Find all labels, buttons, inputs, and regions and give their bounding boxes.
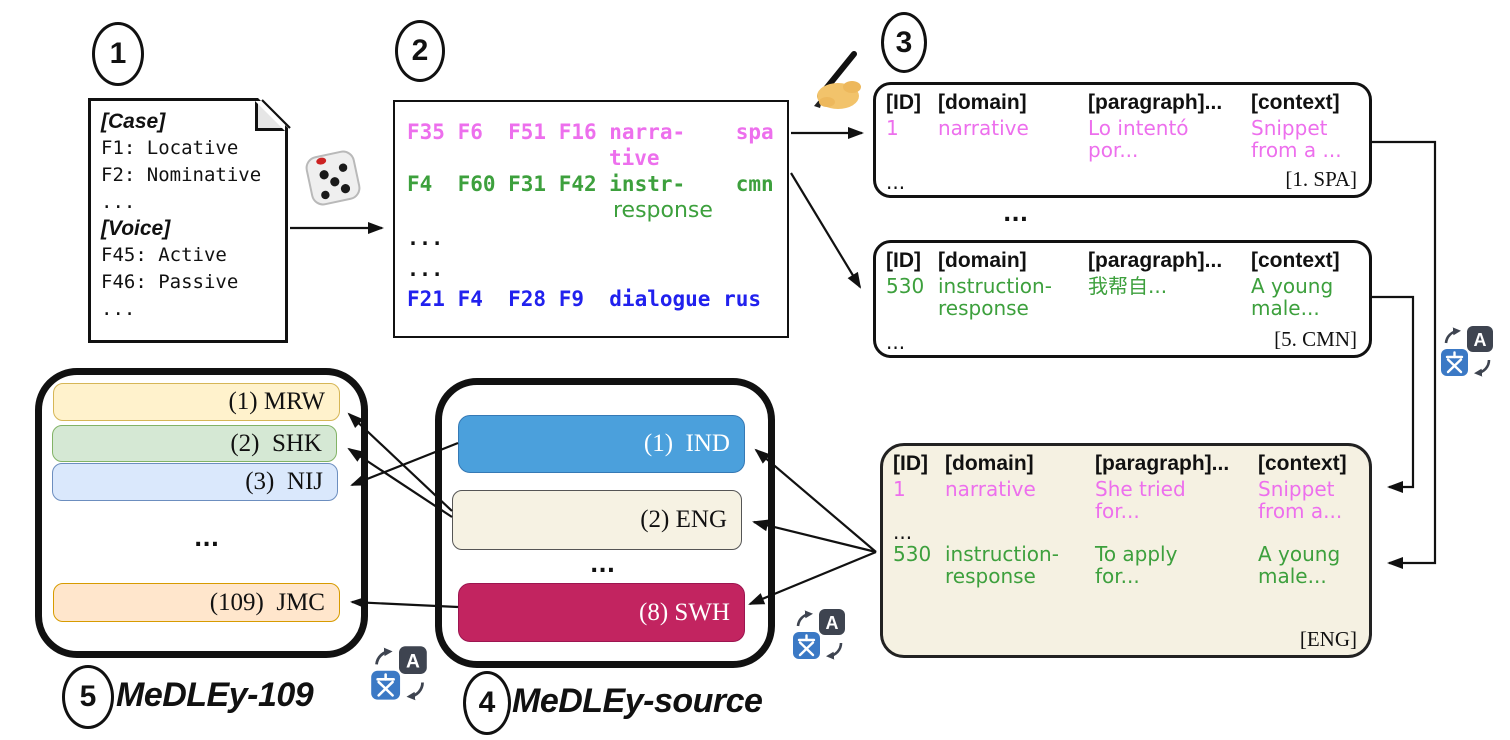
lang-box-nij: (3) NIJ	[52, 463, 338, 501]
sampled-row-cmn: F4 F60 F31 F42 instr- cmn	[407, 172, 774, 196]
latin-a-glyph: A	[826, 613, 839, 633]
feature-item: F2: Nominative	[101, 164, 262, 186]
sampled-features-box: F35 F6 F51 F16 narra- spa tive F4 F60 F3…	[393, 100, 789, 338]
ellipsis: ...	[101, 298, 136, 320]
ellipsis: ...	[407, 226, 444, 250]
translate-icon: A	[790, 606, 848, 669]
ellipsis: ...	[407, 257, 444, 281]
ellipsis: ...	[194, 527, 220, 552]
col-header-paragraph: [paragraph]...	[1088, 249, 1223, 272]
sampled-row-spa-cont: tive	[609, 146, 660, 170]
cell-context: A young male...	[1258, 542, 1341, 588]
latin-a-glyph: A	[406, 652, 420, 673]
cell-context: Snippet from a ...	[1251, 116, 1342, 162]
step-5-badge: 5	[62, 665, 114, 729]
cell-paragraph: To apply for...	[1095, 542, 1178, 588]
col-header-context: [context]	[1251, 91, 1340, 114]
col-header-paragraph: [paragraph]...	[1095, 452, 1230, 475]
cell-domain: narrative	[938, 116, 1029, 140]
table-cmn: [ID] [domain] [paragraph]... [context] 5…	[873, 240, 1372, 358]
cell-id: 1	[893, 477, 906, 501]
col-header-context: [context]	[1251, 249, 1340, 272]
sampled-row-rus: F21 F4 F28 F9 dialogue rus	[407, 287, 762, 311]
cell-domain: instruction-response	[938, 274, 1052, 320]
col-header-id: [ID]	[886, 249, 921, 272]
cell-paragraph: Lo intentó por...	[1088, 116, 1189, 162]
arrow-spa-to-eng	[1372, 140, 1437, 569]
feature-list-document: [Case] F1: Locative F2: Nominative ... […	[88, 98, 288, 343]
table-eng: [ID] [domain] [paragraph]... [context] 1…	[880, 443, 1372, 658]
arrow-cmn-to-eng	[1372, 295, 1415, 493]
feature-item: F45: Active	[101, 244, 227, 266]
ellipsis: ...	[886, 330, 906, 354]
medley109-title: MeDLEy-109	[116, 676, 314, 714]
cell-id: 530	[893, 542, 932, 566]
cell-paragraph: 我帮自...	[1088, 274, 1168, 298]
lang-box-mrw: (1) MRW	[53, 383, 340, 421]
table-tag-cmn: [5. CMN]	[1274, 327, 1357, 351]
translate-icon: A	[368, 643, 430, 710]
feature-item: F1: Locative	[101, 137, 239, 159]
cell-context: A young male...	[1251, 274, 1334, 320]
ellipsis: ...	[1003, 202, 1029, 227]
feature-section-case: [Case]	[101, 110, 166, 133]
step-2-badge: 2	[395, 20, 445, 82]
table-spa: [ID] [domain] [paragraph]... [context] 1…	[873, 82, 1372, 198]
feature-section-voice: [Voice]	[101, 217, 171, 240]
cell-domain: instruction-response	[945, 542, 1059, 588]
ellipsis: ...	[886, 170, 906, 194]
step-1-badge: 1	[92, 22, 144, 86]
step-4-badge: 4	[463, 671, 511, 735]
medley109-box: (1) MRW (2) SHK (3) NIJ ... (109) JMC	[35, 368, 368, 658]
medley-source-title: MeDLEy-source	[512, 682, 763, 720]
medley-source-box: (1) IND (2) ENG ... (8) SWH	[435, 378, 775, 668]
table-tag-spa: [1. SPA]	[1285, 167, 1357, 191]
col-header-domain: [domain]	[938, 249, 1027, 272]
ellipsis: ...	[893, 520, 913, 544]
arrow-sample-to-cmn	[790, 172, 862, 289]
lang-box-swh: (8) SWH	[458, 583, 745, 642]
col-header-paragraph: [paragraph]...	[1088, 91, 1223, 114]
ellipsis: ...	[590, 553, 616, 578]
dice-icon	[301, 146, 365, 215]
page-fold	[255, 101, 285, 131]
sampled-row-spa: F35 F6 F51 F16 narra- spa	[407, 120, 774, 144]
cell-id: 1	[886, 116, 899, 140]
cell-id: 530	[886, 274, 925, 298]
cell-domain: narrative	[945, 477, 1036, 501]
lang-box-jmc: (109) JMC	[53, 583, 340, 622]
cell-context: Snippet from a...	[1258, 477, 1343, 523]
step-3-badge: 3	[881, 12, 927, 73]
col-header-domain: [domain]	[945, 452, 1034, 475]
col-header-context: [context]	[1258, 452, 1347, 475]
col-header-id: [ID]	[893, 452, 928, 475]
lang-box-eng: (2) ENG	[452, 490, 742, 550]
lang-box-shk: (2) SHK	[52, 425, 337, 462]
writing-hand-icon	[800, 50, 868, 117]
translate-icon: A	[1438, 323, 1496, 386]
col-header-id: [ID]	[886, 91, 921, 114]
sampled-row-cmn-cont: response	[613, 198, 713, 223]
latin-a-glyph: A	[1474, 330, 1487, 350]
ellipsis: ...	[101, 191, 136, 213]
cell-paragraph: She tried for...	[1095, 477, 1186, 523]
table-tag-eng: [ENG]	[1299, 627, 1357, 651]
lang-box-ind: (1) IND	[458, 415, 745, 473]
feature-item: F46: Passive	[101, 271, 239, 293]
col-header-domain: [domain]	[938, 91, 1027, 114]
